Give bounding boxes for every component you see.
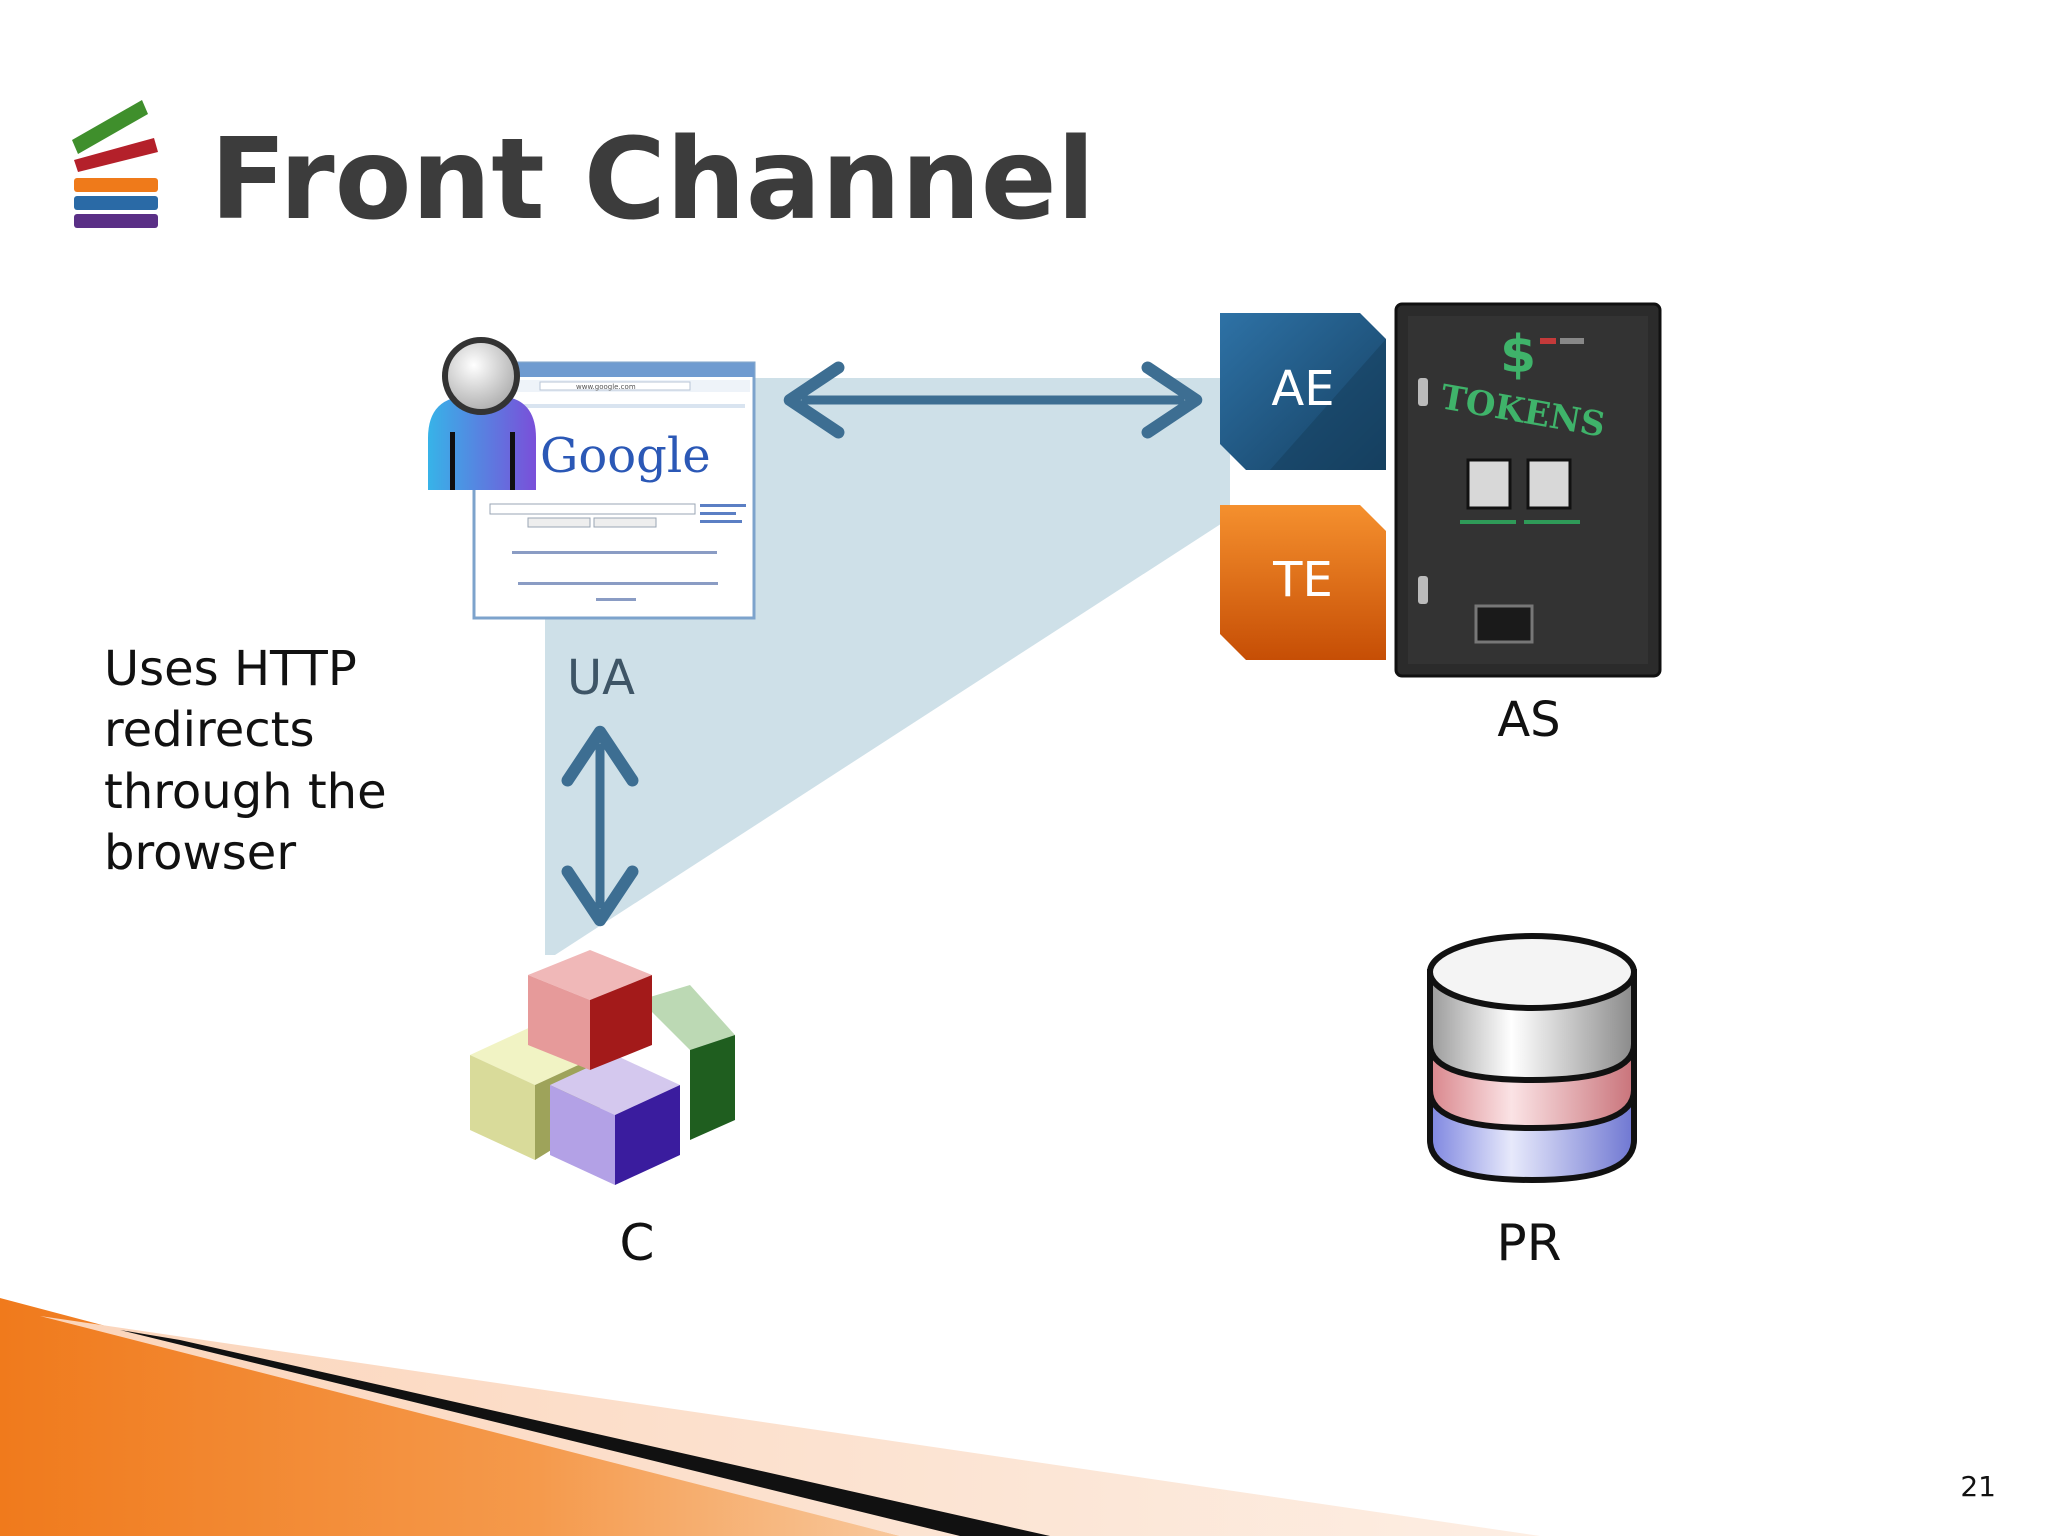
browser-logo-text: Google <box>540 428 711 484</box>
slide-title: Front Channel <box>210 115 1095 245</box>
note-line: redirects <box>104 702 314 758</box>
bottom-swoosh-decoration <box>0 1298 1540 1536</box>
te-label: TE <box>1272 552 1333 608</box>
vending-machine-icon: $ TOKENS <box>1394 302 1662 678</box>
note-text: Uses HTTP redirects through the browser <box>104 641 387 881</box>
ae-endpoint-box <box>1220 313 1386 470</box>
note-line: Uses HTTP <box>104 641 357 697</box>
vending-symbol: $ <box>1500 325 1536 385</box>
ua-label: UA <box>567 650 635 706</box>
c-label: C <box>620 1214 655 1272</box>
logo-icon <box>72 100 158 228</box>
note-line: through the <box>104 764 387 820</box>
client-cubes-icon <box>470 950 735 1185</box>
as-label: AS <box>1497 692 1560 748</box>
pr-label: PR <box>1497 1214 1562 1272</box>
database-icon <box>1427 933 1637 1184</box>
te-endpoint-box <box>1220 505 1386 660</box>
browser-window-icon: www.google.com Google <box>472 361 756 620</box>
note-line: browser <box>104 825 296 881</box>
user-icon <box>428 337 536 490</box>
browser-address-text: www.google.com <box>576 383 636 391</box>
page-number: 21 <box>1960 1470 1996 1503</box>
ae-label: AE <box>1271 361 1334 417</box>
